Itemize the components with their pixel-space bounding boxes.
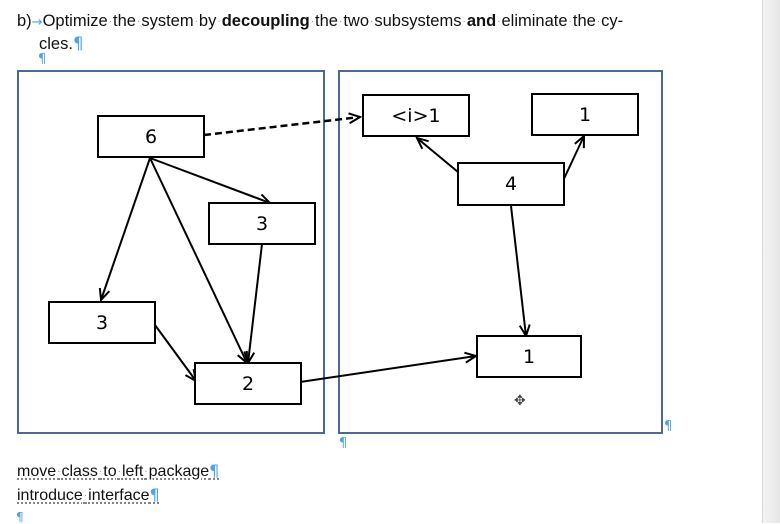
class-box-label: 1 — [579, 104, 591, 126]
note-word: class — [61, 463, 98, 480]
dependency-6-to-2 — [149, 157, 247, 363]
paragraph-mark: ¶ — [16, 510, 24, 524]
space-mark: · — [83, 490, 88, 502]
interface-box-label: <i>1 — [391, 105, 440, 127]
space-mark: · — [568, 16, 572, 28]
paragraph-mark: ¶ — [72, 34, 84, 53]
task-word: the — [113, 12, 136, 30]
class-box-label: 3 — [96, 312, 108, 334]
task-word: the — [315, 12, 338, 30]
formatting-mark-top: " — [18, 0, 23, 5]
space-mark: · — [194, 16, 198, 28]
class-box: 3 — [208, 202, 316, 245]
dependency-3-upper-to-2 — [248, 243, 263, 363]
space-mark: · — [117, 466, 121, 478]
space-mark: · — [596, 16, 601, 28]
class-box-label: 3 — [256, 213, 268, 235]
paragraph-mark: ¶ — [38, 52, 47, 67]
paragraph-mark: ¶ — [209, 461, 220, 480]
note-word: interface — [88, 487, 150, 504]
paragraph-mark: ¶ — [149, 485, 160, 504]
space-mark: · — [57, 466, 61, 478]
dependency-4-to-1-top-right — [561, 136, 584, 184]
dependency-6-to-3-lower — [101, 157, 151, 300]
task-word: eliminate — [501, 12, 568, 30]
tab-mark: → — [31, 15, 43, 30]
dependency-6-to-interface — [203, 117, 360, 137]
right-package-frame — [338, 70, 663, 434]
task-word: the — [572, 12, 596, 30]
left-package-frame — [17, 70, 325, 434]
space-mark: · — [217, 16, 221, 28]
task-word-bold: and — [466, 12, 497, 30]
note-word: move — [17, 463, 57, 480]
class-box: 1 — [476, 335, 582, 378]
note-word: introduce — [17, 487, 83, 504]
task-word: cy- — [601, 12, 624, 30]
space-mark: · — [338, 16, 343, 28]
note-word: left — [121, 463, 144, 480]
space-mark: · — [497, 16, 501, 28]
task-line-1: b)→Optimize·the·system·by·decoupling·the… — [17, 11, 717, 33]
task-word-bold: decoupling — [221, 12, 310, 30]
paragraph-mark: ¶ — [664, 419, 673, 434]
space-mark: · — [310, 16, 315, 28]
task-word: by — [198, 12, 217, 30]
note-word: package — [148, 463, 210, 480]
class-box-label: 4 — [505, 173, 517, 195]
dependency-3-lower-to-2 — [154, 324, 196, 381]
task-line-2: cles.¶ — [17, 33, 717, 55]
class-box: 3 — [48, 301, 156, 344]
class-box: 1 — [531, 93, 639, 136]
space-mark: · — [108, 16, 113, 28]
task-word: subsystems — [374, 12, 462, 30]
task-word: two — [343, 12, 370, 30]
space-mark: · — [370, 16, 374, 28]
note-word: to — [103, 463, 117, 480]
interface-box: <i>1 — [362, 94, 470, 137]
page-edge — [762, 0, 780, 523]
class-box: 2 — [194, 362, 302, 405]
task-label: b) — [17, 12, 32, 30]
dependency-4-to-interface — [417, 138, 459, 173]
task-word: system — [141, 12, 194, 30]
class-box-label: 2 — [242, 373, 254, 395]
class-box-label: 1 — [523, 346, 535, 368]
dependency-4-to-1-bottom — [510, 205, 526, 336]
note-move-class: move·class·to·left·package¶ — [17, 461, 219, 481]
move-cursor-icon: ✥ — [514, 392, 526, 408]
space-mark: · — [144, 466, 148, 478]
class-box: 6 — [97, 115, 205, 158]
dependency-2-to-1-bottom — [299, 356, 476, 383]
dependency-6-to-3-upper — [149, 157, 270, 203]
note-introduce-interface: introduce·interface¶ — [17, 485, 160, 505]
space-mark: · — [98, 466, 103, 478]
task-statement: b)→Optimize·the·system·by·decoupling·the… — [17, 11, 717, 55]
space-mark: · — [136, 16, 141, 28]
space-mark: · — [462, 16, 466, 28]
class-box-label: 6 — [145, 126, 157, 148]
class-box: 4 — [457, 162, 565, 206]
task-word: Optimize — [42, 12, 108, 30]
task-word: cles. — [39, 35, 73, 53]
paragraph-mark: ¶ — [339, 436, 348, 451]
